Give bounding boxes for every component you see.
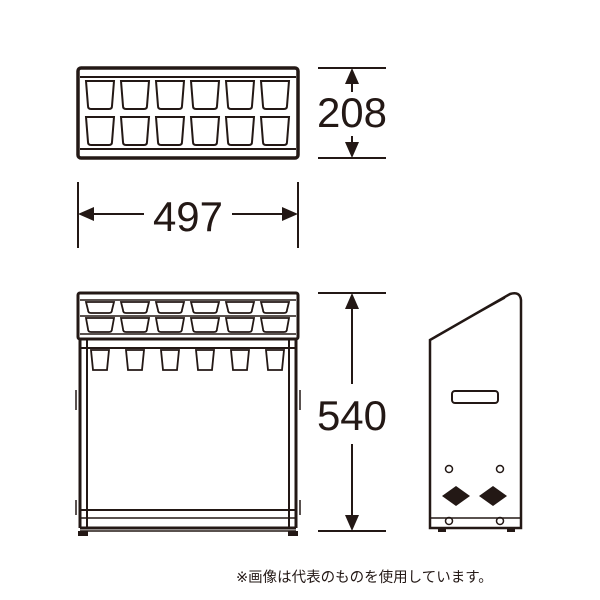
front-view-cups xyxy=(84,301,291,333)
front-view-sleeve xyxy=(90,349,110,371)
top-view-cup xyxy=(259,116,291,146)
front-view-cup xyxy=(84,317,116,333)
front-view-cup xyxy=(154,301,186,314)
top-view-cup xyxy=(84,116,116,146)
top-view-cups xyxy=(84,80,291,146)
representative-image-note: ※画像は代表のものを使用しています。 xyxy=(236,570,493,586)
top-view-cup xyxy=(119,116,151,146)
front-view-cup xyxy=(259,301,291,314)
top-view-cup xyxy=(224,80,256,110)
front-view-cup xyxy=(84,301,116,314)
front-view-cup xyxy=(189,317,221,333)
front-view-sleeve xyxy=(195,349,215,371)
depth-dimension-label: 208 xyxy=(317,89,387,136)
top-view-cup xyxy=(224,116,256,146)
top-view-cup xyxy=(259,80,291,110)
top-view-cup xyxy=(154,116,186,146)
front-view-sleeve xyxy=(125,349,145,371)
front-view-cup xyxy=(119,317,151,333)
top-view-cup xyxy=(189,116,221,146)
top-view-cup xyxy=(189,80,221,110)
top-view xyxy=(76,66,300,160)
front-view-sleeve xyxy=(230,349,250,371)
front-view-sleeve xyxy=(160,349,180,371)
top-view-cup xyxy=(154,80,186,110)
front-view-cup xyxy=(259,317,291,333)
side-view xyxy=(428,292,523,532)
width-dimension-label: 497 xyxy=(153,193,223,240)
depth-dimension xyxy=(318,67,386,159)
front-view-sleeve xyxy=(265,349,285,371)
height-dimension xyxy=(318,292,386,532)
front-view xyxy=(75,291,301,536)
side-drain-grille-right xyxy=(479,486,507,506)
height-dimension-label: 540 xyxy=(317,392,387,439)
front-view-cup xyxy=(189,301,221,314)
front-view-cup xyxy=(154,317,186,333)
front-view-cup xyxy=(119,301,151,314)
front-view-cup xyxy=(224,317,256,333)
front-view-cup xyxy=(224,301,256,314)
front-view-sleeves xyxy=(90,349,285,371)
side-drain-grille-left xyxy=(442,486,470,506)
side-handle-slot xyxy=(451,390,499,404)
top-view-cup xyxy=(84,80,116,110)
top-view-cup xyxy=(119,80,151,110)
width-dimension xyxy=(77,182,299,248)
